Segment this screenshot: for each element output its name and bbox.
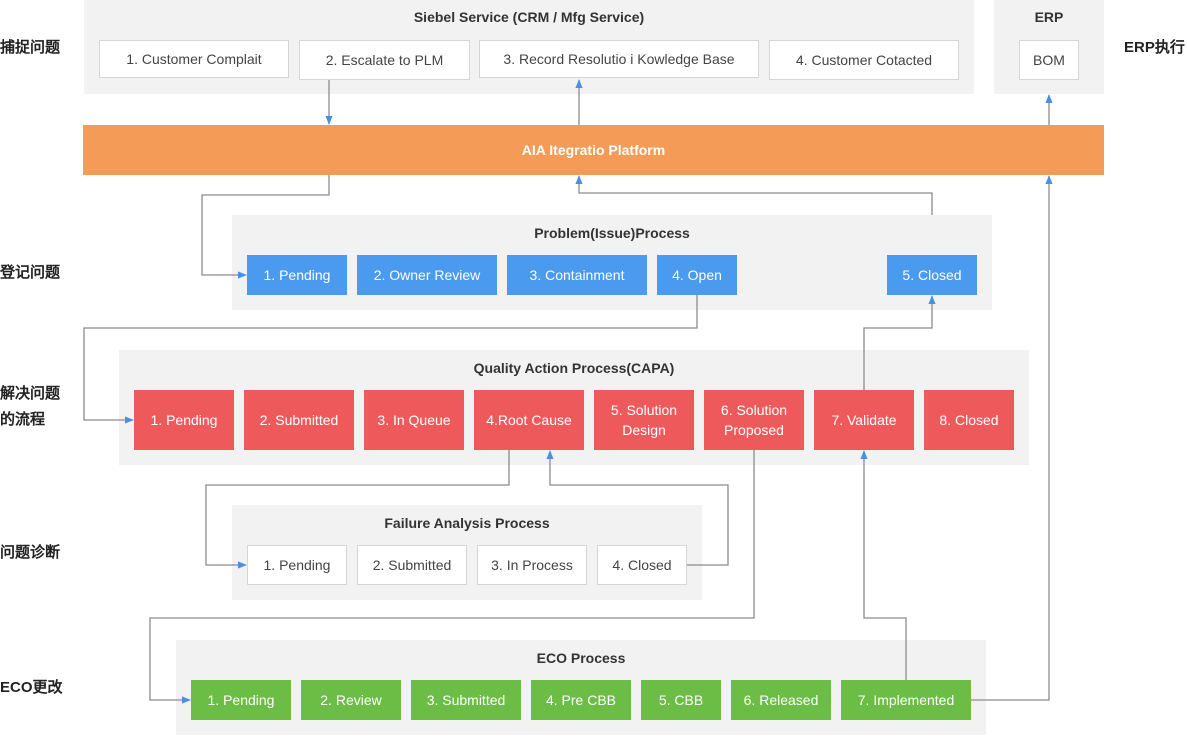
connector-solution-to-eco xyxy=(149,450,755,704)
capa-step-pending[interactable]: 1. Pending xyxy=(134,390,234,450)
side-label-resolve: 解决问题的流程 xyxy=(0,385,61,428)
side-label-eco: ECO更改 xyxy=(0,679,63,696)
capa-step-validate[interactable]: 7. Validate xyxy=(814,390,914,450)
siebel-step-escalate-plm[interactable]: 2. Escalate to PLM xyxy=(299,40,470,80)
failure-step-pending[interactable]: 1. Pending xyxy=(247,545,347,585)
problem-process-title: Problem(Issue)Process xyxy=(534,225,690,241)
capa-step-solution-proposed[interactable]: 6. Solution Proposed xyxy=(704,390,804,450)
eco-step-cbb[interactable]: 5. CBB xyxy=(641,680,721,720)
erp-bom-box[interactable]: BOM xyxy=(1019,40,1079,80)
eco-step-submitted[interactable]: 3. Submitted xyxy=(411,680,521,720)
connector-validate-to-problem-closed xyxy=(863,295,936,390)
eco-step-released[interactable]: 6. Released xyxy=(731,680,831,720)
capa-step-root-cause[interactable]: 4.Root Cause xyxy=(474,390,584,450)
side-label-diagnose: 问题诊断 xyxy=(0,544,61,561)
capa-step-submitted[interactable]: 2. Submitted xyxy=(244,390,354,450)
failure-step-submitted[interactable]: 2. Submitted xyxy=(357,545,467,585)
connector-problem-closed-to-aia xyxy=(575,175,933,215)
capa-step-in-queue[interactable]: 3. In Queue xyxy=(364,390,464,450)
capa-step-closed[interactable]: 8. Closed xyxy=(924,390,1014,450)
side-label-capture: 捕捉问题 xyxy=(0,39,61,56)
side-label-register: 登记问题 xyxy=(0,264,61,281)
failure-step-in-process[interactable]: 3. In Process xyxy=(477,545,587,585)
problem-step-closed[interactable]: 5. Closed xyxy=(887,255,977,295)
eco-process-title: ECO Process xyxy=(536,650,626,666)
eco-step-pending[interactable]: 1. Pending xyxy=(191,680,291,720)
connector-open-to-capa-pending xyxy=(83,295,698,424)
capa-process-title: Quality Action Process(CAPA) xyxy=(473,360,675,376)
problem-step-containment[interactable]: 3. Containment xyxy=(507,255,647,295)
connector-aia-to-problem-pending xyxy=(201,175,330,279)
connector-root-cause-to-failure xyxy=(205,450,510,569)
problem-step-pending[interactable]: 1. Pending xyxy=(247,255,347,295)
problem-step-owner-review[interactable]: 2. Owner Review xyxy=(357,255,497,295)
erp-title: ERP xyxy=(1034,9,1064,25)
siebel-step-customer-contacted[interactable]: 4. Customer Cotacted xyxy=(769,40,959,80)
side-label-erp-exec: ERP执行 xyxy=(1124,39,1185,56)
siebel-title: Siebel Service (CRM / Mfg Service) xyxy=(413,9,645,25)
siebel-step-customer-complaint[interactable]: 1. Customer Complait xyxy=(99,40,289,78)
capa-step-solution-design[interactable]: 5. Solution Design xyxy=(594,390,694,450)
eco-step-review[interactable]: 2. Review xyxy=(301,680,401,720)
eco-step-pre-cbb[interactable]: 4. Pre CBB xyxy=(531,680,631,720)
connector-implemented-to-validate xyxy=(860,450,907,680)
eco-step-implemented[interactable]: 7. Implemented xyxy=(841,680,971,720)
connector-implemented-to-aia xyxy=(971,175,1053,701)
siebel-step-record-resolution[interactable]: 3. Record Resolutio i Kowledge Base xyxy=(479,40,759,78)
aia-platform-bar[interactable]: AIA Itegratio Platform xyxy=(83,125,1104,175)
failure-step-closed[interactable]: 4. Closed xyxy=(597,545,687,585)
problem-step-open[interactable]: 4. Open xyxy=(657,255,737,295)
failure-process-title: Failure Analysis Process xyxy=(384,515,550,531)
connector-failure-closed-to-root-cause xyxy=(546,450,729,566)
